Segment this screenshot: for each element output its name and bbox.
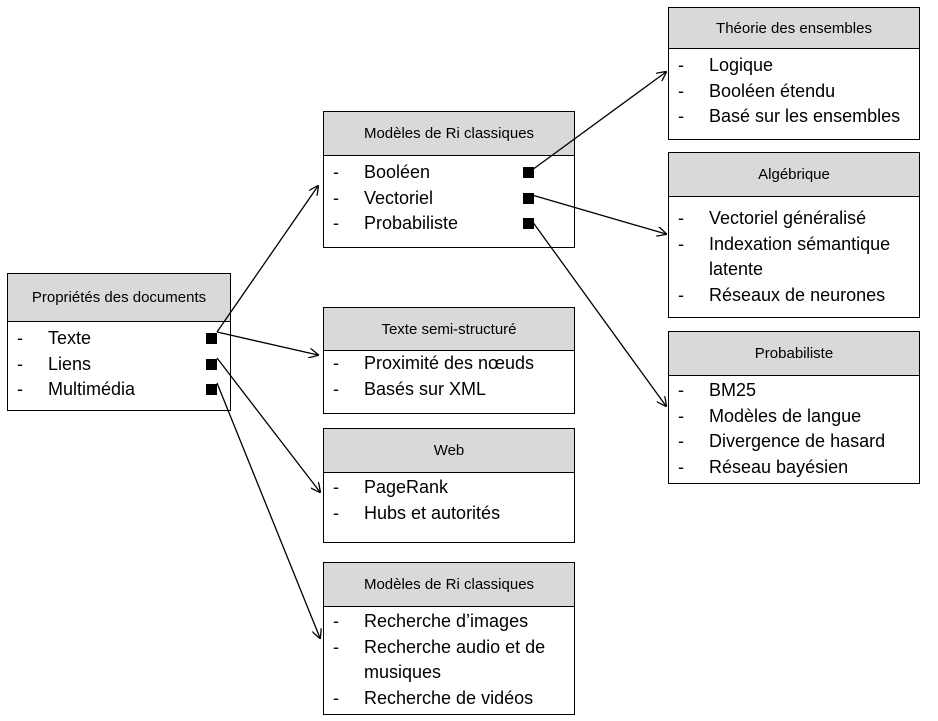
list-item: -Probabiliste <box>324 211 574 237</box>
connector-marker <box>206 333 217 344</box>
node-title: Probabiliste <box>669 332 919 376</box>
node-document-properties: Propriétés des documents -Texte -Liens -… <box>7 273 231 411</box>
list-item: -Logique <box>678 55 774 75</box>
list-item: -BM25 <box>678 380 757 400</box>
edge-booleen-to-settheory <box>531 72 666 171</box>
list-item: -Multimédia <box>8 377 230 403</box>
list-item: -Basé sur les ensembles <box>678 106 901 126</box>
list-item: -Divergence de hasard <box>678 431 886 451</box>
list-item: -Recherche d’images <box>333 611 529 631</box>
node-probabilistic: Probabiliste -BM25 -Modèles de langue -D… <box>668 331 920 484</box>
list-item: -Texte <box>8 326 230 352</box>
edge-probabiliste-to-probabilistic <box>531 220 666 406</box>
node-title: Théorie des ensembles <box>669 8 919 49</box>
list-item: -Vectoriel généralisé <box>678 208 867 228</box>
connector-marker <box>206 358 217 370</box>
list-item: -Réseaux de neurones <box>678 284 886 305</box>
edge-texte-to-semistructured <box>216 331 318 355</box>
node-title: Propriétés des documents <box>8 274 230 322</box>
node-multimedia-retrieval: Modèles de Ri classiques -Recherche d’im… <box>323 562 575 715</box>
list-item: -Réseau bayésien <box>678 456 849 477</box>
node-title: Web <box>324 429 574 473</box>
edge-texte-to-classic <box>216 186 318 333</box>
edge-multimedia-to-multimedia <box>216 382 320 638</box>
node-semi-structured-text: Texte semi-structuré -Proximité des nœud… <box>323 307 575 414</box>
connector-marker <box>523 192 534 204</box>
node-title: Texte semi-structuré <box>324 308 574 351</box>
node-web: Web -PageRank -Hubs et autorités <box>323 428 575 543</box>
list-item: -Hubs et autorités <box>333 502 501 523</box>
node-title: Algébrique <box>669 153 919 197</box>
node-algebraic: Algébrique -Vectoriel généralisé -Indexa… <box>668 152 920 318</box>
list-item: -PageRank <box>333 477 449 497</box>
list-item: -Vectoriel <box>324 186 574 212</box>
node-title: Modèles de Ri classiques <box>324 563 574 607</box>
list-item: -Basés sur XML <box>333 378 487 399</box>
node-classic-models: Modèles de Ri classiques -Booléen -Vecto… <box>323 111 575 248</box>
list-item: -Recherche audio et de musiques <box>333 636 546 683</box>
list-item: -Proximité des nœuds <box>333 353 535 373</box>
connector-marker <box>523 218 534 229</box>
list-item: -Booléen <box>324 160 574 186</box>
edge-liens-to-web <box>216 357 320 492</box>
list-item: -Recherche de vidéos <box>333 687 534 708</box>
node-title: Modèles de Ri classiques <box>324 112 574 156</box>
edge-vectoriel-to-algebraic <box>531 194 666 234</box>
connector-marker <box>206 384 217 395</box>
list-item: -Indexation sémantique latente <box>678 233 891 280</box>
list-item: -Booléen étendu <box>678 80 836 101</box>
connector-marker <box>523 167 534 178</box>
node-set-theory: Théorie des ensembles -Logique -Booléen … <box>668 7 920 140</box>
list-item: -Modèles de langue <box>678 405 862 426</box>
list-item: -Liens <box>8 352 230 378</box>
